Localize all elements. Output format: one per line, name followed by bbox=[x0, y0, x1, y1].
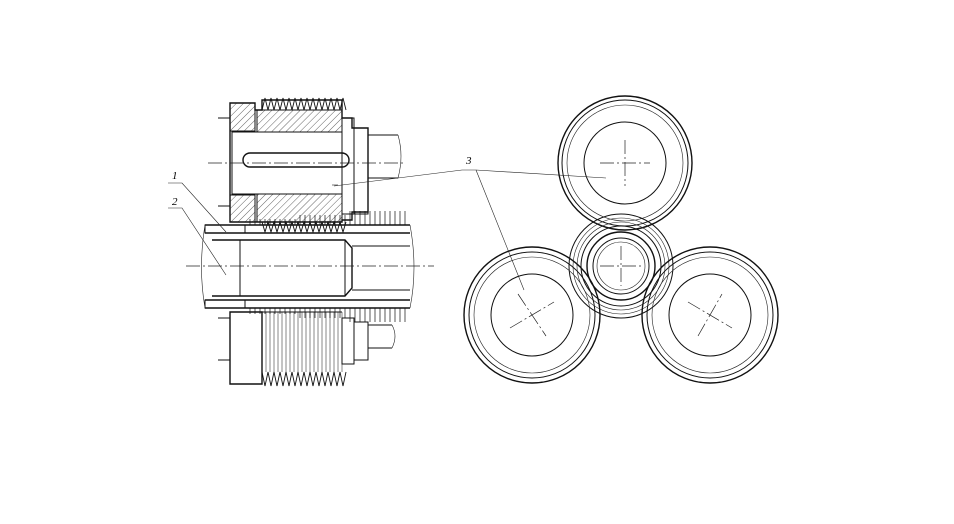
part-label-3: 3 bbox=[465, 155, 472, 167]
sectional-view: 1 2 bbox=[168, 97, 434, 387]
upper-roller-section bbox=[208, 97, 404, 234]
roller-top bbox=[557, 95, 693, 231]
lower-roller-view bbox=[218, 311, 396, 387]
part-leaders-3 bbox=[333, 169, 607, 291]
part-label-1: 1 bbox=[172, 170, 178, 182]
upper-roller-teeth bbox=[261, 97, 347, 234]
roller-bottom-left bbox=[463, 246, 601, 384]
lower-roller-teeth bbox=[261, 311, 347, 387]
roller-bottom-right bbox=[641, 246, 779, 384]
end-view: 3 bbox=[333, 95, 779, 384]
finned-tube-section bbox=[186, 211, 434, 322]
part-leaders-left bbox=[168, 182, 227, 276]
tube-fins-bottom bbox=[249, 308, 406, 322]
part-label-2: 2 bbox=[172, 196, 178, 208]
tube-fins-top bbox=[249, 211, 406, 225]
central-workpiece bbox=[568, 213, 674, 319]
